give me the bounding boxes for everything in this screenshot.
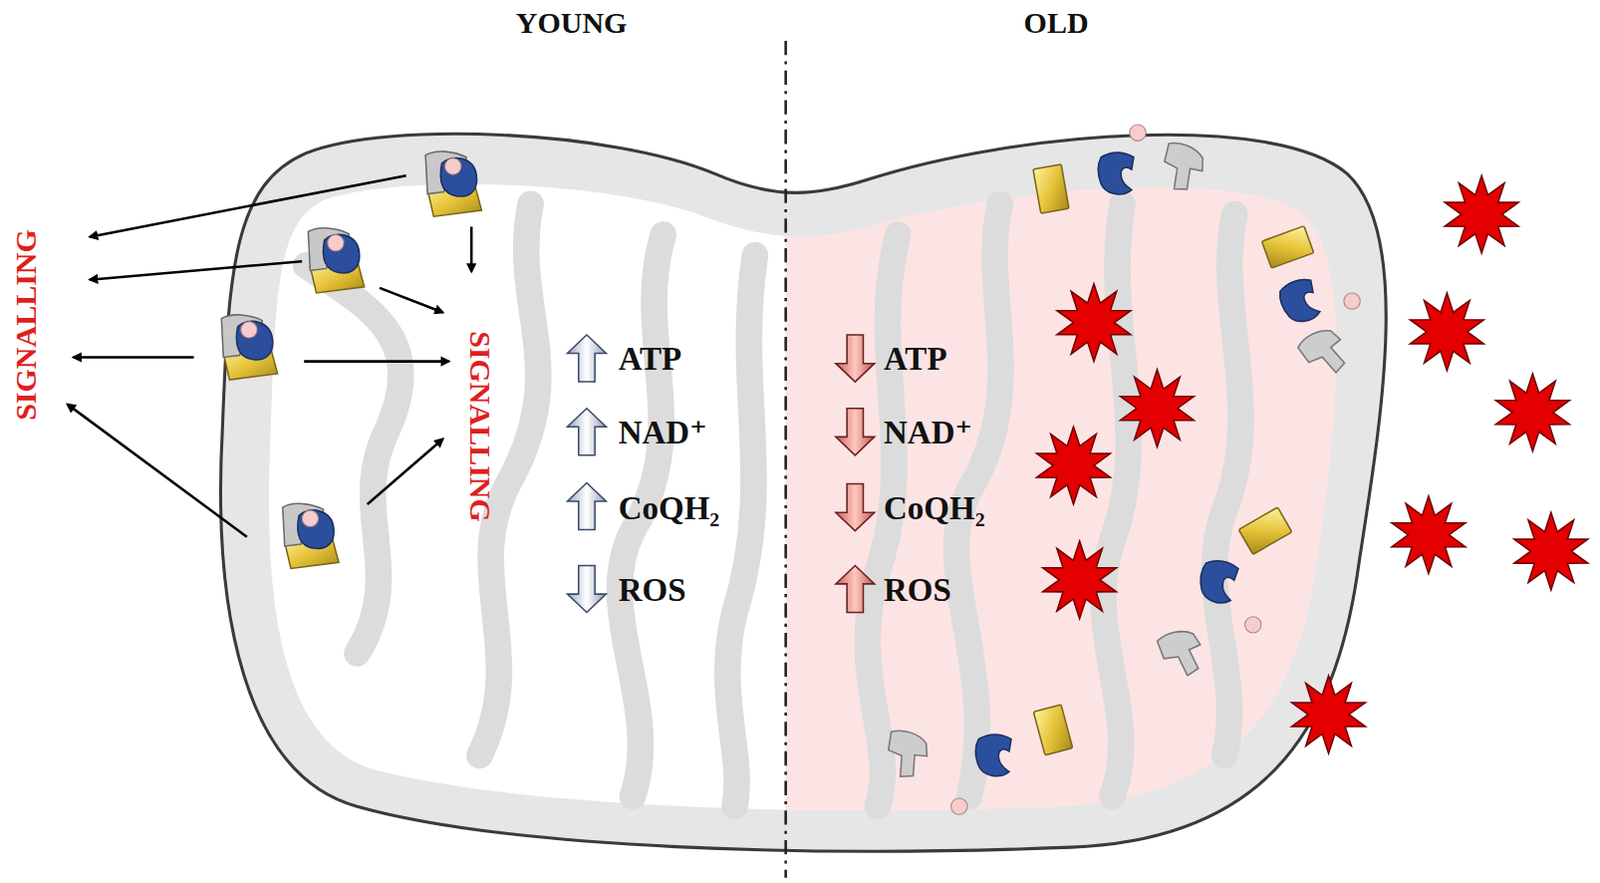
signalling-label: SIGNALLING [464,330,495,523]
signalling-label: SIGNALLING [10,229,41,421]
metabolite-label: NAD⁺ [883,416,973,450]
metabolite-label: ROS [883,573,952,607]
metabolite-label: ATP [883,342,948,376]
metabolite-label: CoQH₂ [618,492,721,526]
metabolite-label: NAD⁺ [618,416,708,450]
metabolite-label: ATP [618,342,683,376]
metabolite-label: ROS [618,573,687,607]
metabolite-label: CoQH₂ [883,492,986,526]
panel-title: YOUNG [516,7,628,38]
panel-title: OLD [1024,7,1089,38]
